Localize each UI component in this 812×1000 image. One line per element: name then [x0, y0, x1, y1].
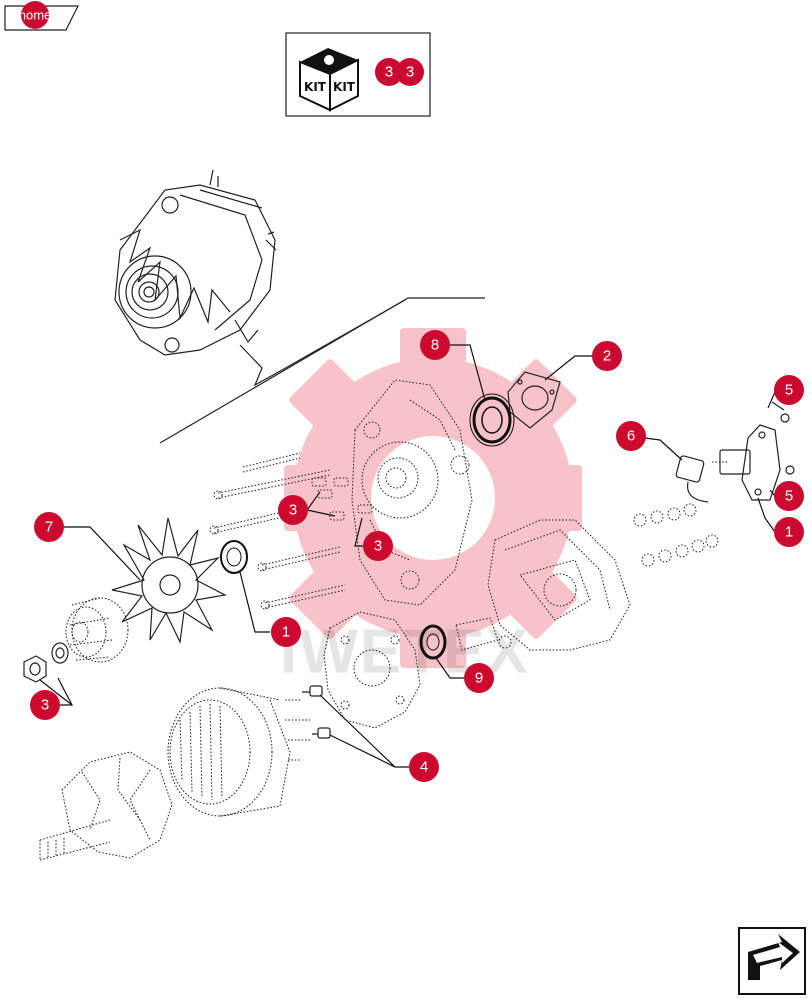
svg-text:4: 4 [420, 759, 428, 776]
callout-3[interactable]: 3 [278, 495, 308, 525]
callout-8[interactable]: 8 [420, 330, 450, 360]
kit-ref-callout[interactable]: 3 [396, 58, 424, 86]
svg-text:3: 3 [41, 697, 49, 714]
callout-1[interactable]: 1 [271, 617, 301, 647]
home-button[interactable]: home [4, 1, 79, 31]
svg-text:1: 1 [785, 524, 793, 541]
kit-ref-callout[interactable]: 3 [375, 58, 403, 86]
leader-lines [39, 344, 776, 768]
through-bolts [209, 452, 346, 610]
assembled-alternator-illustration [114, 169, 277, 356]
svg-text:7: 7 [45, 519, 53, 536]
rear-bearing-9 [419, 617, 512, 660]
svg-text:3: 3 [289, 502, 297, 519]
rectifier-bridge [323, 611, 421, 729]
bearing-8 [469, 393, 515, 447]
kit-box[interactable]: KIT KIT 3 3 [285, 32, 431, 117]
pulley [65, 597, 129, 663]
callout-5[interactable]: 5 [774, 481, 804, 511]
callout-9[interactable]: 9 [464, 663, 494, 693]
stator [167, 687, 312, 817]
callout-3[interactable]: 3 [30, 690, 60, 720]
next-page-arrow-icon [748, 934, 800, 980]
cooling-fan-7 [111, 517, 227, 645]
callout-1[interactable]: 1 [774, 517, 804, 547]
home-label: home [19, 8, 52, 23]
svg-text:6: 6 [627, 428, 635, 445]
callout-2[interactable]: 2 [592, 341, 622, 371]
callout-7[interactable]: 7 [34, 512, 64, 542]
terminal-washers-nuts [633, 503, 719, 567]
spacer-1 [220, 540, 248, 574]
brush-holder-1 [719, 401, 795, 501]
kit-label-left: KIT [304, 80, 327, 94]
callout-4[interactable]: 4 [409, 752, 439, 782]
svg-text:9: 9 [475, 670, 483, 687]
watermark-gear-logo: IWETEX [280, 328, 582, 687]
svg-text:3: 3 [374, 538, 382, 555]
svg-text:5: 5 [785, 488, 793, 505]
kit-box-icon: KIT KIT [299, 48, 359, 112]
svg-text:5: 5 [785, 382, 793, 399]
kit-label-right: KIT [333, 80, 356, 94]
front-end-shield [351, 379, 473, 606]
bearing-retainer-2 [507, 371, 561, 429]
next-page-button[interactable] [738, 927, 806, 995]
svg-text:1: 1 [282, 624, 290, 641]
svg-text:2: 2 [603, 348, 611, 365]
rear-housing [487, 519, 631, 651]
callout-6[interactable]: 6 [616, 421, 646, 451]
svg-text:8: 8 [431, 337, 439, 354]
callout-5[interactable]: 5 [774, 375, 804, 405]
svg-text:3: 3 [406, 64, 414, 81]
pulley-nut-washer-3 [23, 642, 69, 683]
callout-3[interactable]: 3 [363, 531, 393, 561]
svg-text:3: 3 [385, 64, 393, 81]
rotor [39, 751, 173, 861]
rectifier-screws-4 [302, 685, 331, 739]
assembly-connector-line [159, 297, 485, 444]
